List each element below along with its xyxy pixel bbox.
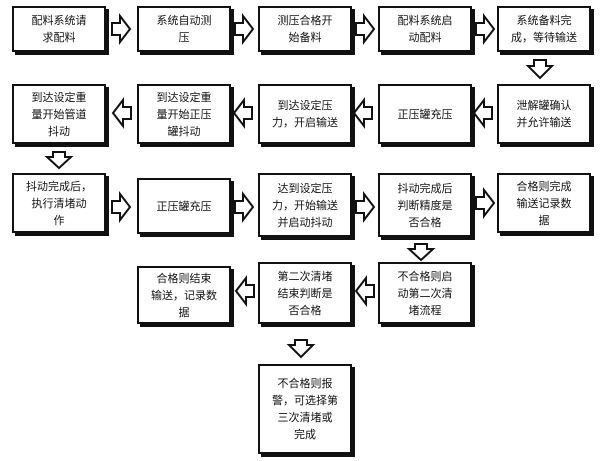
arrow-down — [44, 151, 74, 170]
arrow-down — [286, 339, 316, 359]
arrow-right — [355, 13, 376, 45]
step-pressurize-tank-2: 正压罐充压 — [137, 178, 231, 234]
arrow-right — [234, 191, 255, 223]
arrow-right — [475, 13, 496, 45]
step-reach-pressure-convey-vibrate: 达到设定压 力，开始输送 并启动抖动 — [258, 173, 352, 237]
step-check-accuracy: 抖动完成后 判断精度是 否合格 — [378, 173, 472, 237]
step-second-clear: 不合格则启 动第二次清 堵流程 — [378, 262, 472, 324]
arrow-right — [111, 13, 132, 45]
step-clear-blockage: 抖动完成后， 执行清堵动 作 — [12, 173, 106, 233]
arrow-left — [232, 97, 253, 129]
step-second-check: 第二次清堵 结束判断是 否合格 — [258, 262, 352, 324]
arrow-left — [472, 97, 493, 129]
step-prep-complete-wait: 系统备料完 成，等待输送 — [497, 6, 591, 52]
step-start-batching: 配料系统启 动配料 — [378, 6, 472, 52]
step-reach-pressure-start-convey: 到达设定压 力，开启输送 — [258, 84, 352, 144]
arrow-right — [475, 187, 496, 219]
arrow-down — [406, 243, 436, 262]
arrow-right — [355, 191, 376, 223]
step-tank-vibrate: 到达设定重 量开始正压 罐抖动 — [137, 84, 231, 144]
step-request-batching: 配料系统请 求配料 — [12, 6, 106, 52]
arrow-left — [234, 275, 255, 307]
step-pressurize-tank-1: 正压罐充压 — [378, 84, 472, 144]
step-pipe-vibrate: 到达设定重 量开始管道 抖动 — [12, 84, 106, 144]
step-alarm-third-clear: 不合格则报 警，可选择第 三次清堵或 完成 — [258, 364, 352, 454]
step-pressure-ok-start-prep: 测压合格开 始备料 — [258, 6, 352, 52]
step-auto-pressure-test: 系统自动测 压 — [137, 6, 231, 52]
arrow-down — [525, 59, 555, 80]
arrow-left — [111, 97, 132, 129]
arrow-left — [354, 275, 375, 307]
step-pass-record-data: 合格则完成 输送记录数 据 — [497, 173, 591, 233]
step-release-tank-confirm: 泄解罐确认 并允许输送 — [497, 84, 591, 144]
arrow-right — [234, 13, 255, 45]
arrow-left — [352, 97, 373, 129]
arrow-right — [111, 191, 132, 223]
step-end-record-data: 合格则结束 输送，记录数 据 — [137, 266, 231, 324]
